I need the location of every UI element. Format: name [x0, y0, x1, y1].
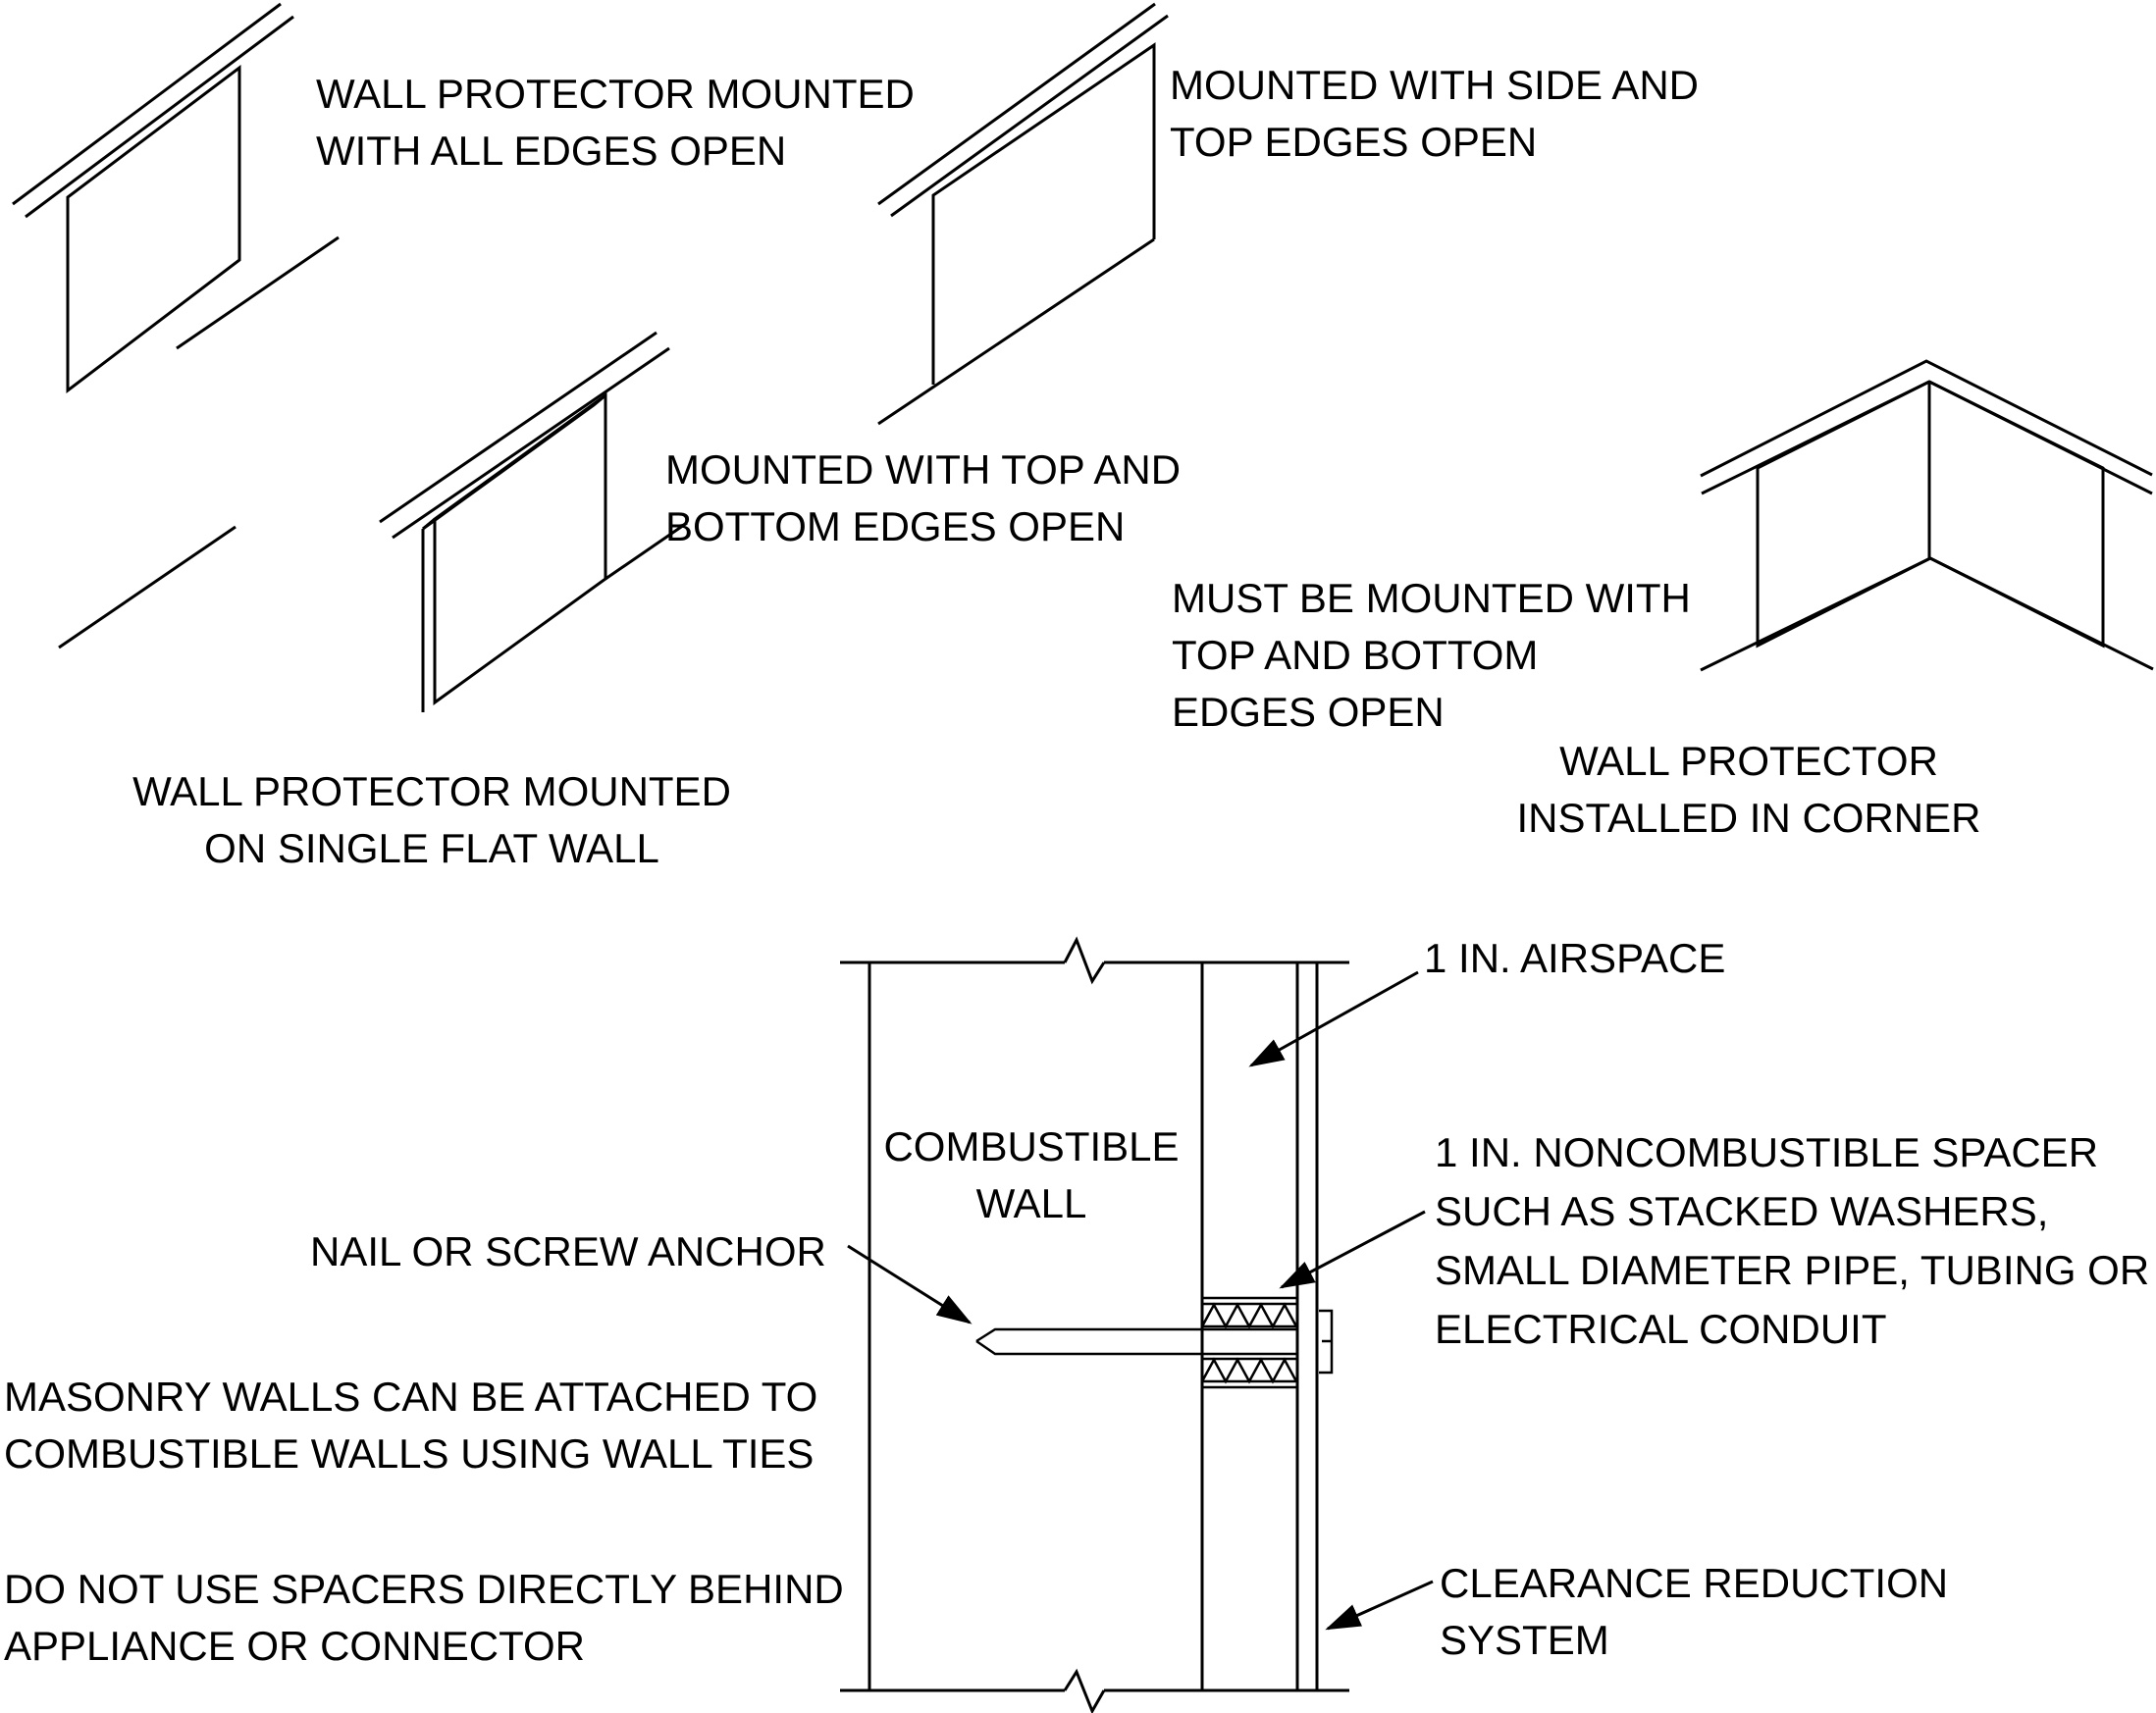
wall-top-edge-inner-line: [890, 14, 1169, 218]
wall-protector-panel: [66, 64, 241, 394]
spacer-label-line2: SUCH AS STACKED WASHERS,: [1435, 1188, 2048, 1234]
wall-base-line-left: [58, 525, 237, 649]
figure4-label-line3: EDGES OPEN: [1172, 689, 1445, 735]
figure-flat-wall-all-edges-open: WALL PROTECTOR MOUNTED WITH ALL EDGES OP…: [12, 2, 915, 394]
nail-label: NAIL OR SCREW ANCHOR: [310, 1228, 826, 1274]
protector-slab-top-strip: [422, 393, 606, 531]
figure2-label-line2: TOP EDGES OPEN: [1170, 119, 1537, 165]
spacer-label-line1: 1 IN. NONCOMBUSTIBLE SPACER: [1435, 1129, 2098, 1175]
wall-top-edge-inner-line: [392, 346, 670, 540]
wall-top-edge-line: [12, 2, 282, 206]
spacer-leader-arrow: [1279, 1210, 1426, 1289]
wall-protector-panel: [931, 42, 1156, 385]
wall-top-edge-line: [379, 331, 657, 524]
figure3-label-line2: BOTTOM EDGES OPEN: [665, 503, 1125, 549]
figure3-caption-line2: ON SINGLE FLAT WALL: [204, 825, 659, 871]
corner-ceiling-outer-line: [1700, 359, 2153, 478]
figure4-label-line2: TOP AND BOTTOM: [1172, 632, 1538, 678]
protector-slab-top-corner: [422, 517, 436, 531]
clearance-leader-arrow: [1325, 1580, 1434, 1631]
airspace-leader-arrow: [1248, 970, 1419, 1067]
figure1-label-line2: WITH ALL EDGES OPEN: [316, 128, 786, 174]
figure3-caption-line1: WALL PROTECTOR MOUNTED: [132, 768, 731, 814]
combustible-wall-label-line2: WALL: [976, 1180, 1087, 1226]
spacer-block-upper: [1200, 1296, 1298, 1329]
clearance-label-line2: SYSTEM: [1440, 1617, 1609, 1663]
no-spacers-note-line2: APPLIANCE OR CONNECTOR: [4, 1623, 585, 1669]
figure1-label-line1: WALL PROTECTOR MOUNTED: [316, 71, 915, 117]
figure4-caption-line2: INSTALLED IN CORNER: [1517, 795, 1981, 841]
combustible-wall-label-line1: COMBUSTIBLE: [883, 1123, 1179, 1169]
corner-ceiling-inner-line: [1701, 380, 2153, 495]
no-spacers-note-line1: DO NOT USE SPACERS DIRECTLY BEHIND: [4, 1566, 844, 1612]
airspace-label: 1 IN. AIRSPACE: [1424, 935, 1725, 981]
spacer-label-line4: ELECTRICAL CONDUIT: [1435, 1306, 1887, 1352]
masonry-note-line2: COMBUSTIBLE WALLS USING WALL TIES: [4, 1430, 814, 1477]
figure-single-flat-wall-slab: MOUNTED WITH TOP AND BOTTOM EDGES OPEN W…: [58, 331, 1181, 871]
figure4-label-line1: MUST BE MOUNTED WITH: [1172, 575, 1691, 621]
wall-top-edge-inner-line: [25, 15, 294, 219]
figure-flat-wall-side-top-open: MOUNTED WITH SIDE AND TOP EDGES OPEN: [877, 2, 1699, 426]
wall-bottom-edge-line: [176, 235, 340, 350]
clearance-label-line1: CLEARANCE REDUCTION: [1440, 1560, 1948, 1606]
wall-base-line-right: [605, 521, 688, 581]
spacer-label-line3: SMALL DIAMETER PIPE, TUBING OR: [1435, 1247, 2149, 1293]
corner-protector-right-panel: [1928, 380, 2105, 649]
masonry-note-line1: MASONRY WALLS CAN BE ATTACHED TO: [4, 1374, 817, 1420]
clearance-reduction-cross-section: COMBUSTIBLE WALL 1 IN. AIRSPACE 1 IN. NO…: [4, 935, 2149, 1713]
fastener-head-bracket: [1319, 1309, 1334, 1375]
wall-top-edge-line: [877, 2, 1156, 206]
nail-leader-arrow: [847, 1244, 973, 1324]
protector-slab-front: [433, 392, 607, 705]
figure3-label-line1: MOUNTED WITH TOP AND: [665, 446, 1181, 493]
figure2-label-line1: MOUNTED WITH SIDE AND: [1170, 62, 1699, 108]
figure4-caption-line1: WALL PROTECTOR: [1559, 738, 1938, 784]
figure-corner-installation: MUST BE MOUNTED WITH TOP AND BOTTOM EDGE…: [1172, 359, 2154, 841]
wall-bottom-edge-line: [877, 237, 1155, 426]
corner-floor-line: [1700, 556, 2154, 672]
spacer-block-lower: [1200, 1357, 1298, 1389]
section-top-line-with-break: [840, 936, 1349, 985]
section-bottom-line-with-break: [840, 1668, 1349, 1713]
corner-protector-left-panel: [1756, 380, 1931, 649]
nail-anchor: [975, 1327, 1297, 1356]
